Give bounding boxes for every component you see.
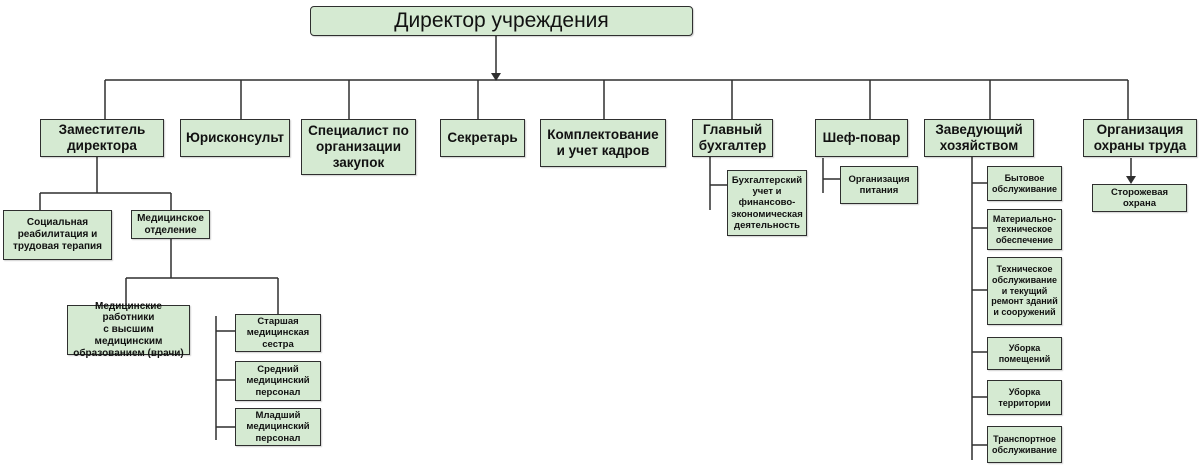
dept-deputy-director: Заместитель директора xyxy=(40,119,164,157)
dept-hr: Комплектование и учет кадров xyxy=(540,119,666,167)
dept-chef: Шеф-повар xyxy=(815,119,908,157)
unit-medical-department: Медицинское отделение xyxy=(131,210,210,239)
staff-head-nurse: Старшая медицинская сестра xyxy=(235,314,321,352)
unit-household-services: Бытовое обслуживание xyxy=(987,166,1062,201)
dept-legal-adviser: Юрисконсульт xyxy=(180,119,290,157)
root-director-box: Директор учреждения xyxy=(310,6,693,36)
unit-building-maintenance: Техническое обслуживание и текущий ремон… xyxy=(987,257,1062,325)
dept-chief-accountant: Главный бухгалтер xyxy=(692,119,773,157)
unit-material-supply: Материально- техническое обеспечение xyxy=(987,209,1062,250)
unit-accounting-finance: Бухгалтерский учет и финансово- экономич… xyxy=(727,170,807,236)
staff-middle-medical: Средний медицинский персонал xyxy=(235,361,321,401)
dept-procurement-specialist: Специалист по организации закупок xyxy=(301,119,416,175)
unit-social-rehabilitation: Социальная реабилитация и трудовая терап… xyxy=(3,210,112,260)
unit-premises-cleaning: Уборка помещений xyxy=(987,337,1062,370)
dept-secretary: Секретарь xyxy=(440,119,525,157)
staff-physicians: Медицинские работники с высшим медицинск… xyxy=(67,301,190,359)
staff-junior-medical: Младший медицинский персонал xyxy=(235,408,321,446)
unit-grounds-cleaning: Уборка территории xyxy=(987,380,1062,415)
unit-security-guard: Сторожевая охрана xyxy=(1092,184,1187,212)
dept-labour-protection: Организация охраны труда xyxy=(1083,119,1197,157)
unit-transport-services: Транспортное обслуживание xyxy=(987,426,1062,463)
unit-catering: Организация питания xyxy=(840,166,918,204)
dept-household-manager: Заведующий хозяйством xyxy=(924,119,1034,157)
